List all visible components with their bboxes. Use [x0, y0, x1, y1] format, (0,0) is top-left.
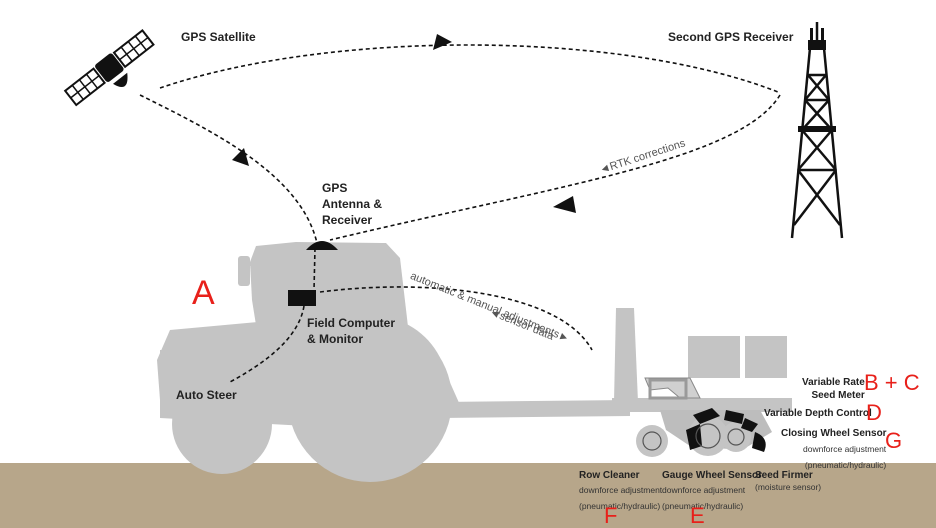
letter-e: E	[690, 503, 705, 528]
label-second-gps-receiver: Second GPS Receiver	[668, 30, 794, 44]
gps-antenna-dome	[306, 241, 338, 250]
letter-d: D	[866, 400, 882, 425]
letter-a: A	[192, 274, 215, 312]
signal-paths	[139, 44, 781, 383]
letter-bc: B + C	[864, 370, 920, 395]
letter-g: G	[885, 428, 903, 453]
label-gauge-wheel-sub: downforce adjustment (pneumatic/hydrauli…	[662, 485, 746, 511]
ground	[0, 463, 936, 528]
planter-wheel-hubs	[642, 423, 745, 451]
label-variable-rate-seed-meter: Variable Rate Seed Meter	[802, 377, 865, 401]
label-closing-wheel-sensor: Closing Wheel Sensor	[781, 428, 887, 439]
planter	[612, 308, 792, 457]
field-computer-box	[288, 290, 316, 306]
letter-f: F	[604, 503, 618, 528]
label-field-computer: Field Computer & Monitor	[307, 316, 396, 346]
tractor	[157, 242, 630, 482]
label-seed-firmer-sub: (moisture sensor)	[755, 482, 822, 492]
satellite-icon	[63, 29, 155, 107]
planter-dark-parts	[686, 408, 766, 452]
label-row-cleaner-sub: downforce adjustment (pneumatic/hydrauli…	[579, 485, 663, 511]
tower-parts	[798, 28, 836, 132]
label-gauge-wheel-sensor: Gauge Wheel Sensor	[662, 470, 763, 481]
label-row-cleaner: Row Cleaner	[579, 470, 640, 481]
label-seed-firmer: Seed Firmer	[755, 470, 813, 481]
label-auto-steer: Auto Steer	[176, 388, 237, 402]
direction-arrows	[232, 34, 576, 213]
label-gps-antenna: GPS Antenna & Receiver	[322, 181, 382, 227]
label-gps-satellite: GPS Satellite	[181, 30, 256, 44]
label-variable-depth-control: Variable Depth Control	[764, 408, 872, 419]
label-closing-wheel-sub: downforce adjustment (pneumatic/hydrauli…	[803, 444, 887, 470]
